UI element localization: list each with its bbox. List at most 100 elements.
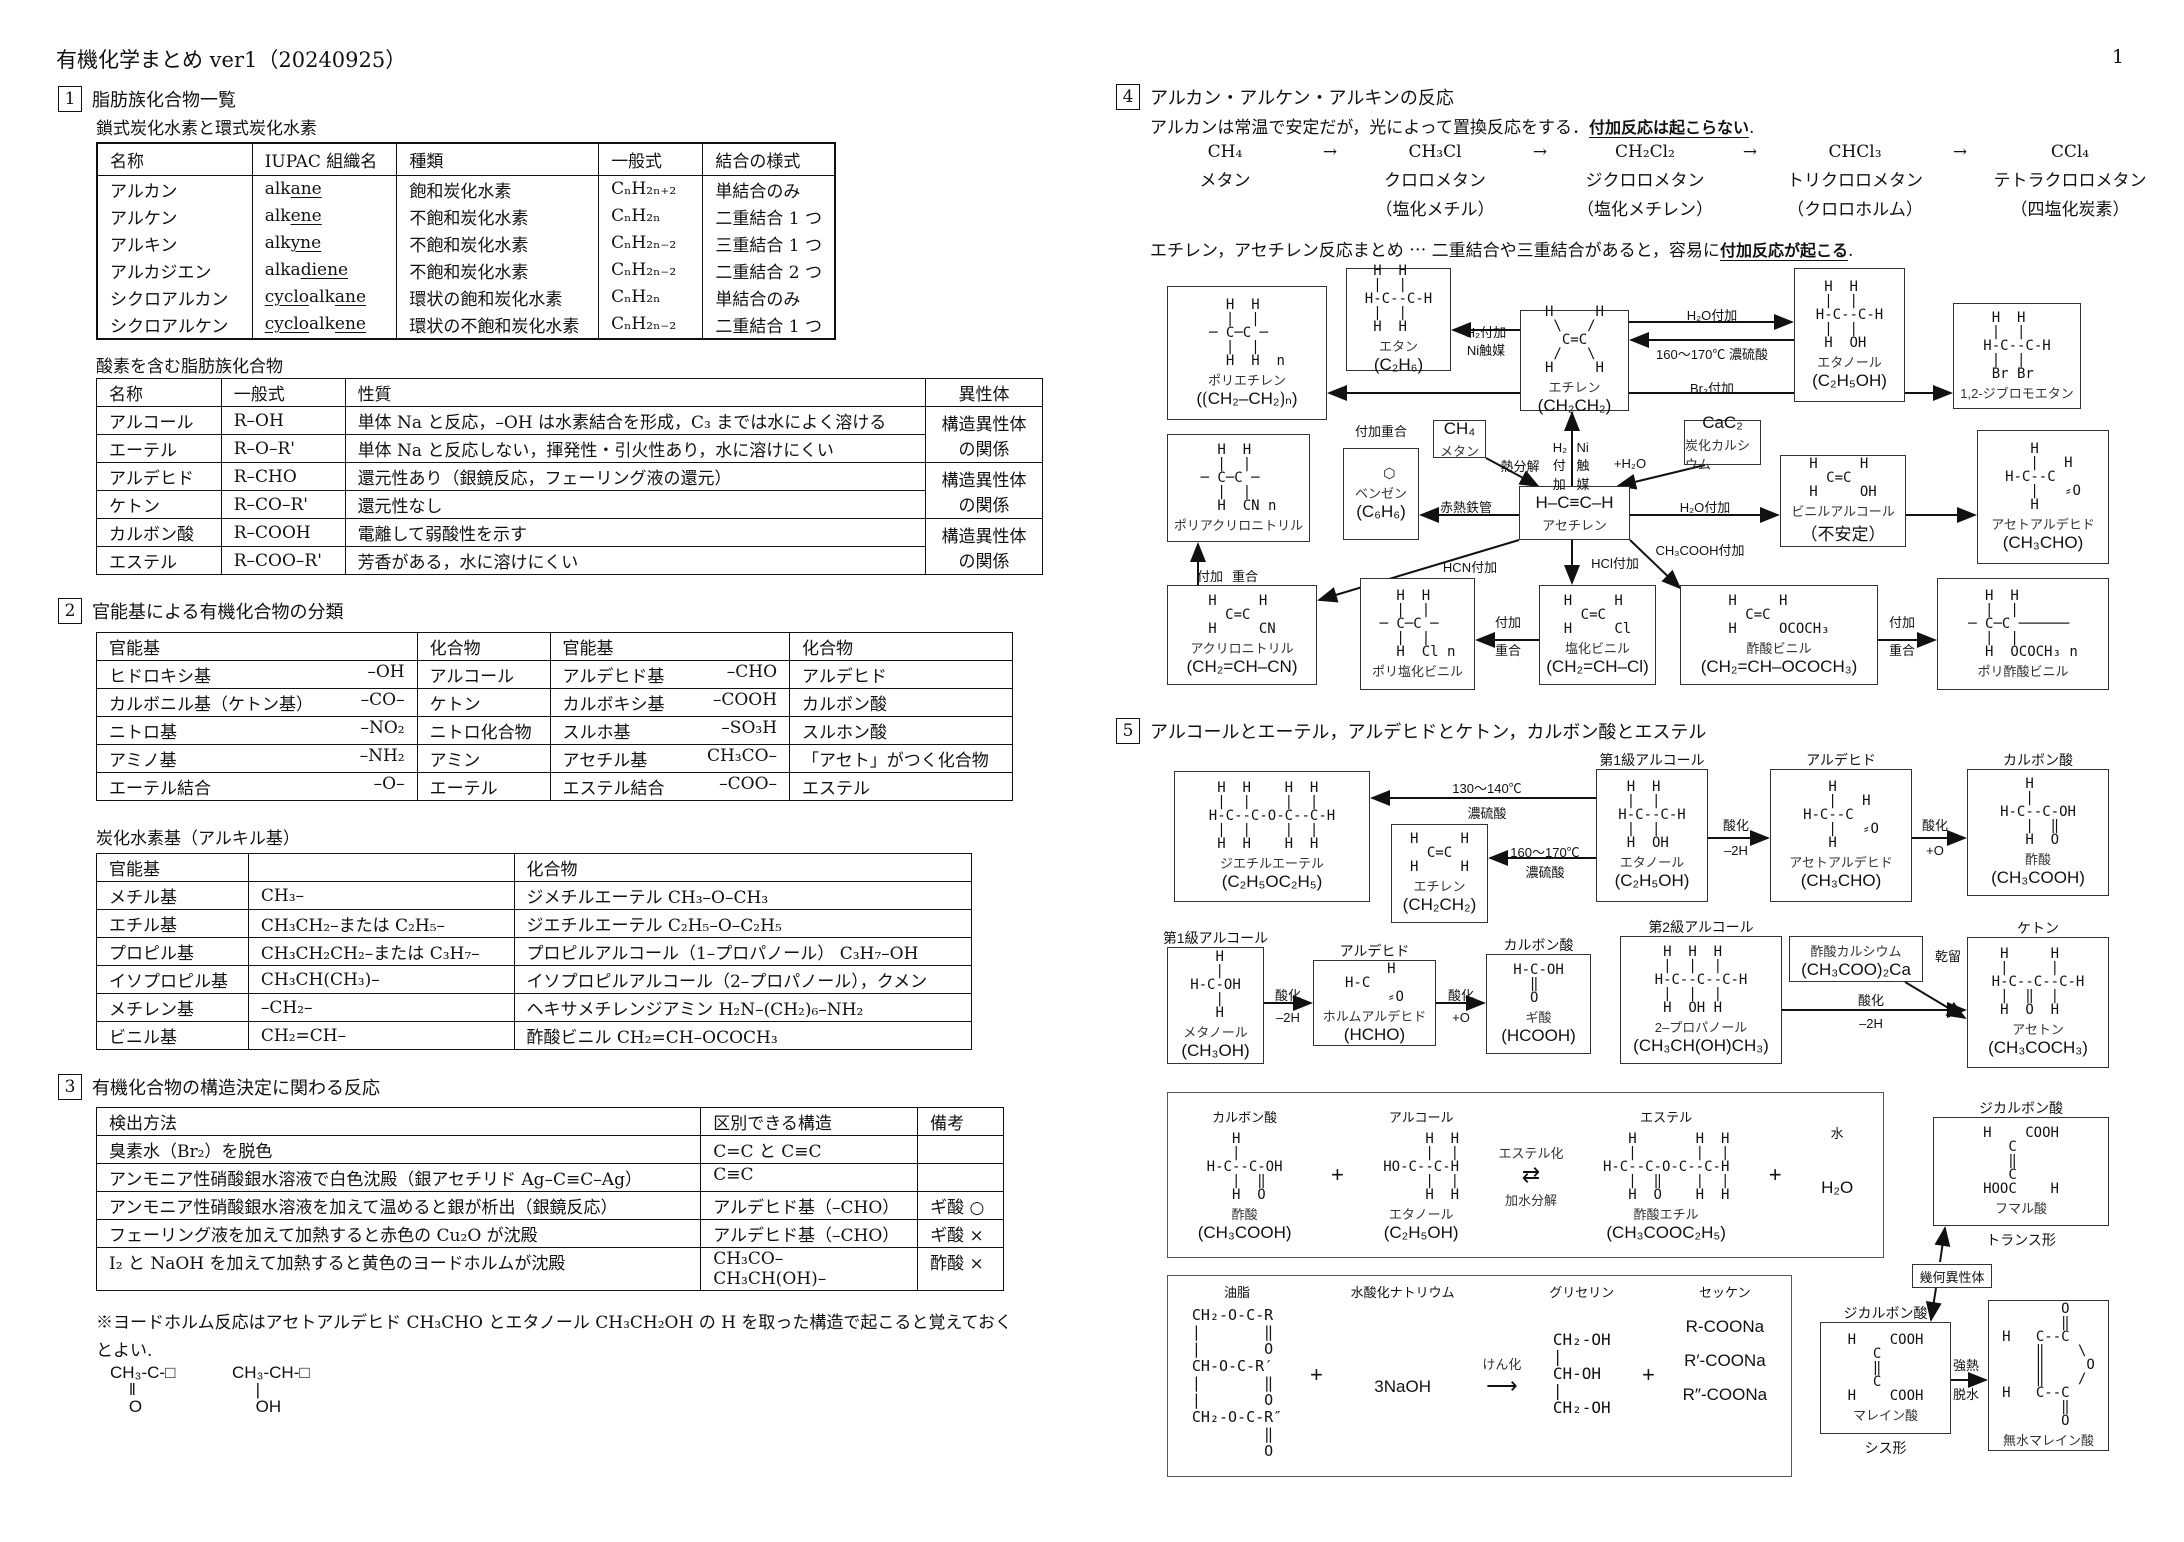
method-cell: アンモニア性硝酸銀水溶液で白色沈殿（銀アセチリド Ag–C≡C–Ag）: [95, 1163, 702, 1192]
alcohol-formula: (C₂H₅OH): [1383, 1223, 1459, 1242]
chain-formula: CH₃Cl: [1408, 142, 1462, 162]
compound-name: エチレン: [1548, 380, 1601, 395]
formula-cell: CₙH₂ₙ₋₂: [598, 310, 704, 339]
kind-cell: 環状の不飽和炭化水素: [396, 310, 600, 339]
arrow-label: 酸化: [1722, 818, 1750, 833]
arrow-label: 乾留: [1934, 949, 1962, 964]
iupac-suffix: diene: [300, 260, 349, 280]
compound-cell: 酢酸ビニル CH₂=CH–OCOCH₃: [513, 1021, 972, 1050]
arrow-label: 付加: [1494, 615, 1522, 630]
arrow-label: CH₃COOH付加: [1655, 543, 1745, 558]
molecular-formula: (CH₂=CH–CN): [1186, 656, 1298, 676]
isomer-line: の関係: [958, 495, 1010, 516]
glycerin-structure: CH₂-OH | CH-OH | CH₂-OH: [1552, 1330, 1611, 1417]
iupac-cell: alkene: [251, 202, 398, 230]
structural-formula: H H C=C H OH: [1809, 456, 1877, 500]
compound-name: ジエチルエーテル: [1219, 856, 1324, 871]
category-label: カルボン酸: [2003, 752, 2073, 768]
group-formula-cell: CH₃CH₂–または C₂H₅–: [247, 909, 515, 938]
compound-cell: 「アセト」がつく化合物: [789, 744, 1013, 773]
category-label: ジカルボン酸: [1843, 1305, 1928, 1321]
bond-cell: 二重結合 1 つ: [702, 202, 836, 230]
category-label: カルボン酸: [1503, 937, 1574, 953]
arrow-label: 熱分解: [1500, 459, 1540, 474]
structural-formula: H-C-OH ‖ O: [1513, 961, 1564, 1006]
water-formula: H₂O: [1821, 1177, 1854, 1197]
column-header: 備考: [917, 1107, 1004, 1136]
group-formula: CH₃CO–: [706, 746, 778, 766]
structural-formula: H H C=C H Cl: [1563, 592, 1632, 637]
arrow-label: 酸化: [1921, 818, 1949, 833]
compound-name: 酢酸カルシウム: [1810, 943, 1902, 959]
structural-formula: H H | | ─ C─C ─ | | H Cl n: [1379, 587, 1456, 660]
compound-name: エタノール: [1619, 855, 1685, 870]
chain-name: メタン: [1199, 171, 1251, 191]
isomer-cell: 構造異性体の関係: [925, 406, 1043, 463]
functional-group-cell: エステル結合–COO–: [549, 772, 791, 801]
compound-cell: スルホン酸: [789, 716, 1013, 745]
structural-formula: H H | | ─ C─C ────── | | H OCOCH₃ n: [1968, 587, 2078, 660]
isomer-text: 幾何異性体: [1919, 1269, 1985, 1285]
molecular-formula: (C₂H₅OC₂H₅): [1221, 872, 1323, 891]
iupac-suffix: yne: [290, 233, 322, 253]
kind-cell: 不飽和炭化水素: [396, 229, 600, 257]
iupac-suffix: ane: [334, 287, 367, 307]
chain-formula: CHCl₃: [1828, 142, 1882, 162]
arrow-label: 濃硫酸: [1525, 865, 1565, 880]
acetyl-structure: CH₃-C-□ ‖ O: [110, 1363, 176, 1416]
chain-alias: （クロロホルム）: [1787, 200, 1923, 220]
iupac-mid: alk: [309, 314, 335, 334]
col-heading: アルコール: [1388, 1110, 1454, 1125]
reaction-arrow: [1616, 464, 1706, 490]
arrow-label: +O: [1926, 843, 1944, 858]
isomer-line: 構造異性体: [941, 414, 1027, 435]
formula-cell: R–COO–R': [220, 546, 346, 575]
molecular-formula: (CH₂=CH–Cl): [1546, 656, 1649, 676]
compound-name: エタノール: [1817, 354, 1882, 370]
section-title: 官能基による有機化合物の分類: [92, 602, 344, 623]
section-number: 5: [1116, 718, 1140, 744]
equilibrium-icon: ⇄: [1521, 1162, 1541, 1187]
name-cell: アルキン: [96, 229, 253, 257]
reaction-arrow: [1925, 1287, 1942, 1322]
category-label: 第1級アルコール: [1599, 752, 1705, 768]
iupac-cell: alkyne: [251, 229, 398, 257]
iupac-suffix: ene: [290, 206, 322, 226]
compound-name: マレイン酸: [1852, 1407, 1918, 1423]
method-cell: アンモニア性硝酸銀水溶液を加えて温めると銀が析出（銀鏡反応）: [95, 1191, 702, 1220]
ester-name: 酢酸エチル: [1633, 1207, 1699, 1222]
arrow-icon: →: [1742, 142, 1758, 162]
group-name: ヒドロキシ基: [109, 667, 211, 687]
table-row: フェーリング液を加えて加熱すると赤色の Cu₂O が沈殿アルデヒド基（–CHO）…: [95, 1219, 1004, 1248]
column-header: 名称: [96, 143, 253, 176]
compound-name: 無水マレイン酸: [2002, 1433, 2094, 1448]
iupac-cell: cycloalkane: [251, 283, 398, 311]
form-label: トランス形: [1986, 1232, 2056, 1248]
arrow-label: –2H: [1859, 1016, 1883, 1031]
bond-cell: 二重結合 1 つ: [702, 310, 836, 339]
molecular-formula: （不安定）: [1800, 525, 1886, 544]
structural-formula: H H C=C H H: [1409, 831, 1469, 875]
isomer-line: の関係: [958, 439, 1010, 460]
column-header: 異性体: [925, 378, 1043, 407]
group-name: カルボキシ基: [562, 695, 665, 715]
structure-cell: アルデヒド基（–CHO）: [700, 1219, 919, 1248]
category-label: 第1級アルコール: [1162, 930, 1269, 946]
